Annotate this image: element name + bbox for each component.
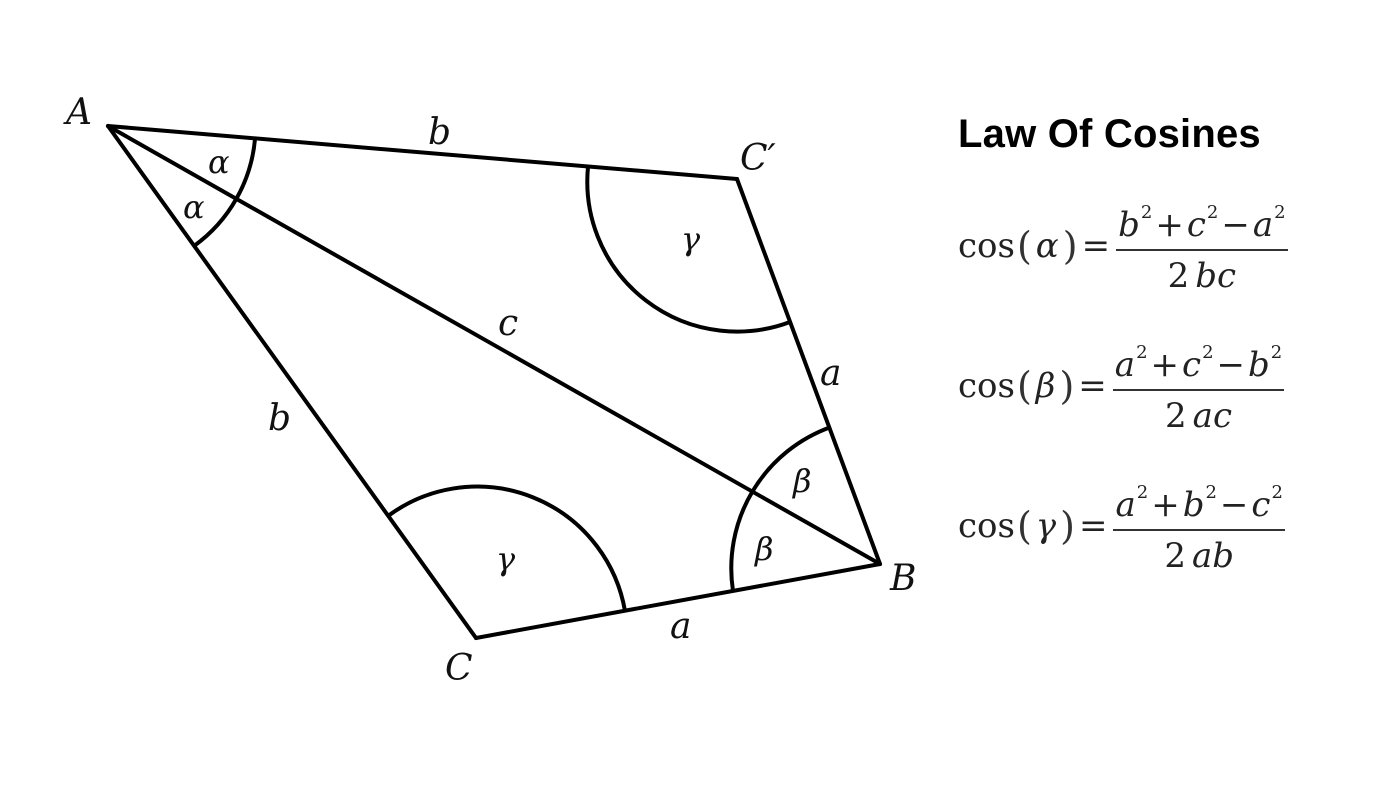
open-paren: ( [1016, 364, 1032, 408]
open-paren: ( [1016, 224, 1032, 268]
quadrilateral-diagram: A C′ B C b a a b c α α γ β β γ [63, 92, 916, 689]
arc-gamma-bottom [386, 484, 627, 612]
open-paren: ( [1016, 504, 1032, 548]
angle-label-beta-top: β [792, 462, 812, 500]
numerator: b2+c2−a2 [1116, 193, 1288, 251]
angle-label-gamma-top: γ [681, 220, 701, 258]
numerator: a2+b2−c2 [1113, 473, 1285, 531]
diagonal-a-b [106, 124, 882, 566]
vertex-label-a: A [63, 92, 92, 133]
close-paren: ) [1060, 504, 1075, 548]
arc-alpha [192, 138, 257, 248]
numerator: a2+c2−b2 [1112, 333, 1285, 391]
angle-label-beta-bottom: β [754, 530, 774, 568]
angle-symbol: γ [1035, 506, 1057, 546]
vertex-label-c-prime: C′ [740, 138, 776, 179]
side-label-b-top: b [428, 112, 451, 153]
arc-beta [729, 425, 832, 592]
angle-symbol: β [1035, 366, 1056, 406]
vertex-label-c: C [445, 648, 473, 689]
edge-b-c [474, 562, 882, 640]
equals-sign: = [1078, 506, 1108, 546]
vertex-label-b: B [889, 558, 916, 599]
side-label-b-left: b [268, 398, 291, 439]
edge-c-prime-b [735, 177, 882, 566]
arc-gamma-top [585, 166, 791, 334]
edge-a-c-prime [106, 124, 739, 181]
angle-label-alpha-top: α [208, 143, 230, 181]
side-label-a-right: a [820, 353, 841, 394]
equals-sign: = [1078, 366, 1107, 406]
angle-label-alpha-bottom: α [183, 188, 205, 226]
function-name: cos [958, 366, 1015, 406]
side-label-a-bottom: a [670, 606, 691, 647]
function-name: cos [958, 506, 1015, 546]
equals-sign: = [1081, 226, 1111, 266]
angle-symbol: α [1035, 226, 1059, 266]
function-name: cos [958, 226, 1015, 266]
side-label-c: c [498, 303, 518, 344]
angle-label-gamma-bottom: γ [496, 540, 516, 578]
close-paren: ) [1059, 364, 1075, 408]
edge-c-a [106, 124, 478, 640]
close-paren: ) [1062, 224, 1078, 268]
panel-title: Law Of Cosines [958, 112, 1261, 156]
